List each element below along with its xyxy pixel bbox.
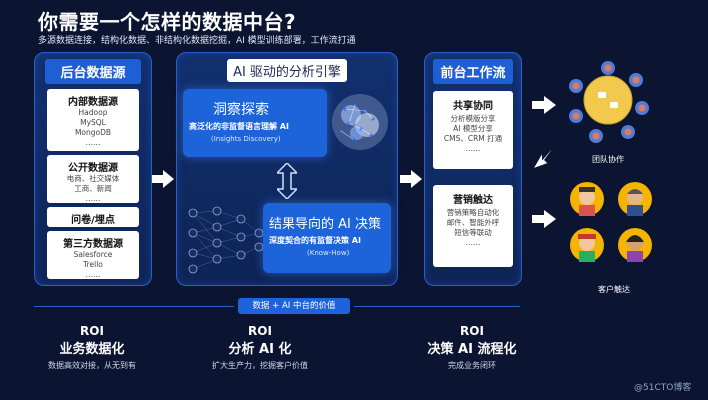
backend-panel-title: 后台数据源 <box>45 59 141 84</box>
workflow-card-collab: 共享协同 分析模版分享 AI 模型分享 CMS、CRM 打通 …… <box>433 91 513 169</box>
roi-title: 业务数据化 <box>59 342 125 357</box>
arrow-right-icon <box>532 96 556 114</box>
workflow-line: 分析模版分享 <box>450 114 496 123</box>
source-heading: 问卷/埋点 <box>71 215 115 226</box>
workflow-line: AI 模型分享 <box>453 124 493 133</box>
insight-line1: 高泛化的非监督语言理解 AI <box>189 122 289 131</box>
avatar <box>618 182 652 216</box>
page-subtitle: 多源数据连接，结构化数据、非结构化数据挖掘，AI 模型训练部署，工作流打通 <box>38 36 356 46</box>
decision-box: 结果导向的 AI 决策 深度契合的有监督决策 AI (Know-How) <box>263 203 391 273</box>
source-line: MongoDB <box>74 128 112 137</box>
bidirectional-arrow-icon <box>277 163 297 199</box>
roi-label: ROI <box>248 324 272 338</box>
roi-description: 扩大生产力，挖掘客户价值 <box>212 361 308 370</box>
workflow-line: 短信等联动 <box>454 228 492 237</box>
avatar <box>570 228 604 262</box>
backend-panel: 后台数据源 内部数据源 Hadoop MySQL MongoDB …… 公开数据… <box>34 52 152 286</box>
roi-title: 决策 AI 流程化 <box>427 342 517 357</box>
source-card-internal: 内部数据源 Hadoop MySQL MongoDB …… <box>47 89 139 151</box>
arrow-right-icon <box>152 170 174 188</box>
arrow-right-icon <box>400 170 422 188</box>
customer-label: 客户触达 <box>598 285 630 294</box>
workflow-card-marketing: 营销触达 营销策略自动化 邮件、智能外呼 短信等联动 …… <box>433 185 513 267</box>
source-line: …… <box>85 138 101 147</box>
workflow-line: …… <box>465 144 481 153</box>
source-card-public: 公开数据源 电商、社交媒体 工商、新闻 …… <box>47 155 139 203</box>
frontend-panel: 前台工作流 共享协同 分析模版分享 AI 模型分享 CMS、CRM 打通 …… … <box>424 52 522 286</box>
workflow-line: …… <box>465 238 481 247</box>
roi-description: 数据高效对接，从无到有 <box>48 361 136 370</box>
avatar <box>618 228 652 262</box>
roi-title: 分析 AI 化 <box>228 342 292 357</box>
workflow-heading: 共享协同 <box>453 101 493 112</box>
roi-description: 完成业务闭环 <box>448 361 496 370</box>
roi-label: ROI <box>460 324 484 338</box>
source-line: 电商、社交媒体 <box>66 174 120 183</box>
source-line: 工商、新闻 <box>74 184 112 193</box>
insight-title: 洞察探索 <box>213 102 269 118</box>
source-heading: 内部数据源 <box>68 97 118 108</box>
arrow-right-icon <box>532 210 556 228</box>
person-icon <box>578 234 596 262</box>
decision-line1: 深度契合的有监督决策 AI <box>269 236 361 245</box>
arrow-left-icon <box>534 150 553 168</box>
engine-panel: AI 驱动的分析引擎 洞察探索 高泛化的非监督语言理解 AI (Insights… <box>176 52 398 286</box>
team-meeting-illustration <box>569 61 649 143</box>
roi-column: ROI 分析 AI 化 扩大生产力，挖掘客户价值 <box>196 324 324 371</box>
avatar <box>570 182 604 216</box>
source-card-survey: 问卷/埋点 <box>47 207 139 227</box>
person-icon <box>579 187 595 216</box>
decision-line2: (Know-How) <box>307 249 350 257</box>
team-label: 团队协作 <box>592 155 624 164</box>
watermark: @51CTO博客 <box>634 383 692 393</box>
source-card-third-party: 第三方数据源 Salesforce Trello …… <box>47 231 139 279</box>
person-icon <box>627 189 643 216</box>
workflow-heading: 营销触达 <box>453 195 493 206</box>
insight-line2: (Insights Discovery) <box>211 135 281 143</box>
source-heading: 公开数据源 <box>68 163 118 174</box>
source-line: Salesforce <box>73 250 113 259</box>
divider-right <box>354 306 520 307</box>
engine-panel-title: AI 驱动的分析引擎 <box>227 59 347 82</box>
value-badge: 数据 + AI 中台的价值 <box>238 298 350 314</box>
data-cloud-illustration <box>332 94 388 150</box>
frontend-panel-title: 前台工作流 <box>433 59 513 84</box>
workflow-line: 邮件、智能外呼 <box>446 218 500 227</box>
roi-column: ROI 决策 AI 流程化 完成业务闭环 <box>408 324 536 371</box>
neural-network-illustration <box>188 206 264 274</box>
page-title: 你需要一个怎样的数据中台? <box>38 10 297 34</box>
decision-title: 结果导向的 AI 决策 <box>269 217 381 232</box>
workflow-line: 营销策略自动化 <box>446 208 500 217</box>
roi-column: ROI 业务数据化 数据高效对接，从无到有 <box>34 324 150 371</box>
person-icon <box>626 235 644 262</box>
source-heading: 第三方数据源 <box>63 239 123 250</box>
divider-left <box>34 306 234 307</box>
insight-box: 洞察探索 高泛化的非监督语言理解 AI (Insights Discovery) <box>183 89 327 157</box>
source-line: …… <box>85 194 101 203</box>
workflow-line: CMS、CRM 打通 <box>443 134 503 143</box>
source-line: Hadoop <box>78 108 108 117</box>
source-line: Trello <box>83 260 103 269</box>
source-line: …… <box>85 270 101 279</box>
source-line: MySQL <box>80 118 106 127</box>
roi-label: ROI <box>80 324 104 338</box>
